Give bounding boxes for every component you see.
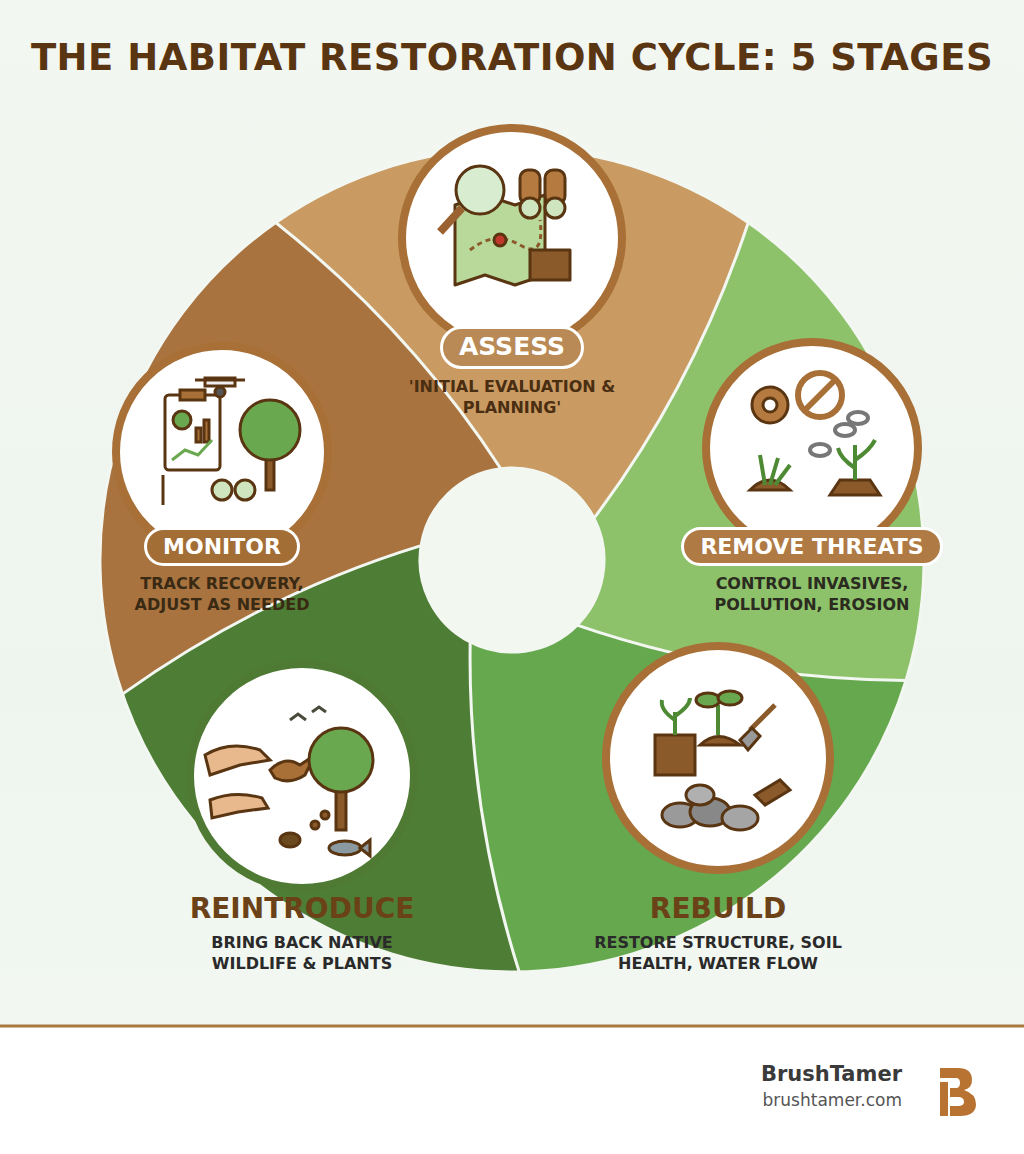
stage-description: RESTORE STRUCTURE, SOIL HEALTH, WATER FL… bbox=[568, 933, 868, 975]
stage-description: TRACK RECOVERY, ADJUST AS NEEDED bbox=[122, 574, 322, 616]
stage-description: CONTROL INVASIVES, POLLUTION, EROSION bbox=[687, 574, 937, 616]
assess-icon bbox=[440, 166, 570, 285]
reintroduce-icon bbox=[205, 707, 373, 856]
stage-heading: REINTRODUCE bbox=[190, 893, 415, 925]
stage-node: ASSESS 'INITIAL EVALUATION & PLANNING' bbox=[392, 326, 632, 418]
stage-heading: MONITOR bbox=[144, 527, 300, 566]
stage-node: REMOVE THREATS CONTROL INVASIVES, POLLUTI… bbox=[667, 527, 957, 616]
stage-heading: REBUILD bbox=[650, 893, 786, 925]
stage-heading: ASSESS bbox=[440, 326, 584, 369]
stage-heading: REMOVE THREATS bbox=[681, 527, 942, 566]
remove-threats-icon bbox=[750, 373, 880, 495]
stage-description: 'INITIAL EVALUATION & PLANNING' bbox=[402, 377, 622, 419]
monitor-icon bbox=[163, 378, 300, 505]
stage-circles bbox=[116, 128, 918, 888]
stage-description: BRING BACK NATIVE WILDLIFE & PLANTS bbox=[177, 933, 427, 975]
ring-segment bbox=[466, 625, 906, 972]
logo-mark bbox=[940, 1068, 976, 1116]
brand-url: brushtamer.com bbox=[763, 1090, 902, 1110]
footer-rule bbox=[0, 1025, 1024, 1028]
stage-node: REINTRODUCE BRING BACK NATIVE WILDLIFE & … bbox=[152, 893, 452, 975]
stage-node: MONITOR TRACK RECOVERY, ADJUST AS NEEDED bbox=[102, 527, 342, 616]
brand-name: BrushTamer bbox=[761, 1062, 902, 1086]
ring-center bbox=[420, 468, 604, 652]
rebuild-icon bbox=[655, 691, 790, 830]
diagram-title: THE HABITAT RESTORATION CYCLE: 5 STAGES bbox=[0, 36, 1024, 79]
ring-segment bbox=[575, 223, 924, 695]
stage-node: REBUILD RESTORE STRUCTURE, SOIL HEALTH, W… bbox=[558, 893, 878, 975]
